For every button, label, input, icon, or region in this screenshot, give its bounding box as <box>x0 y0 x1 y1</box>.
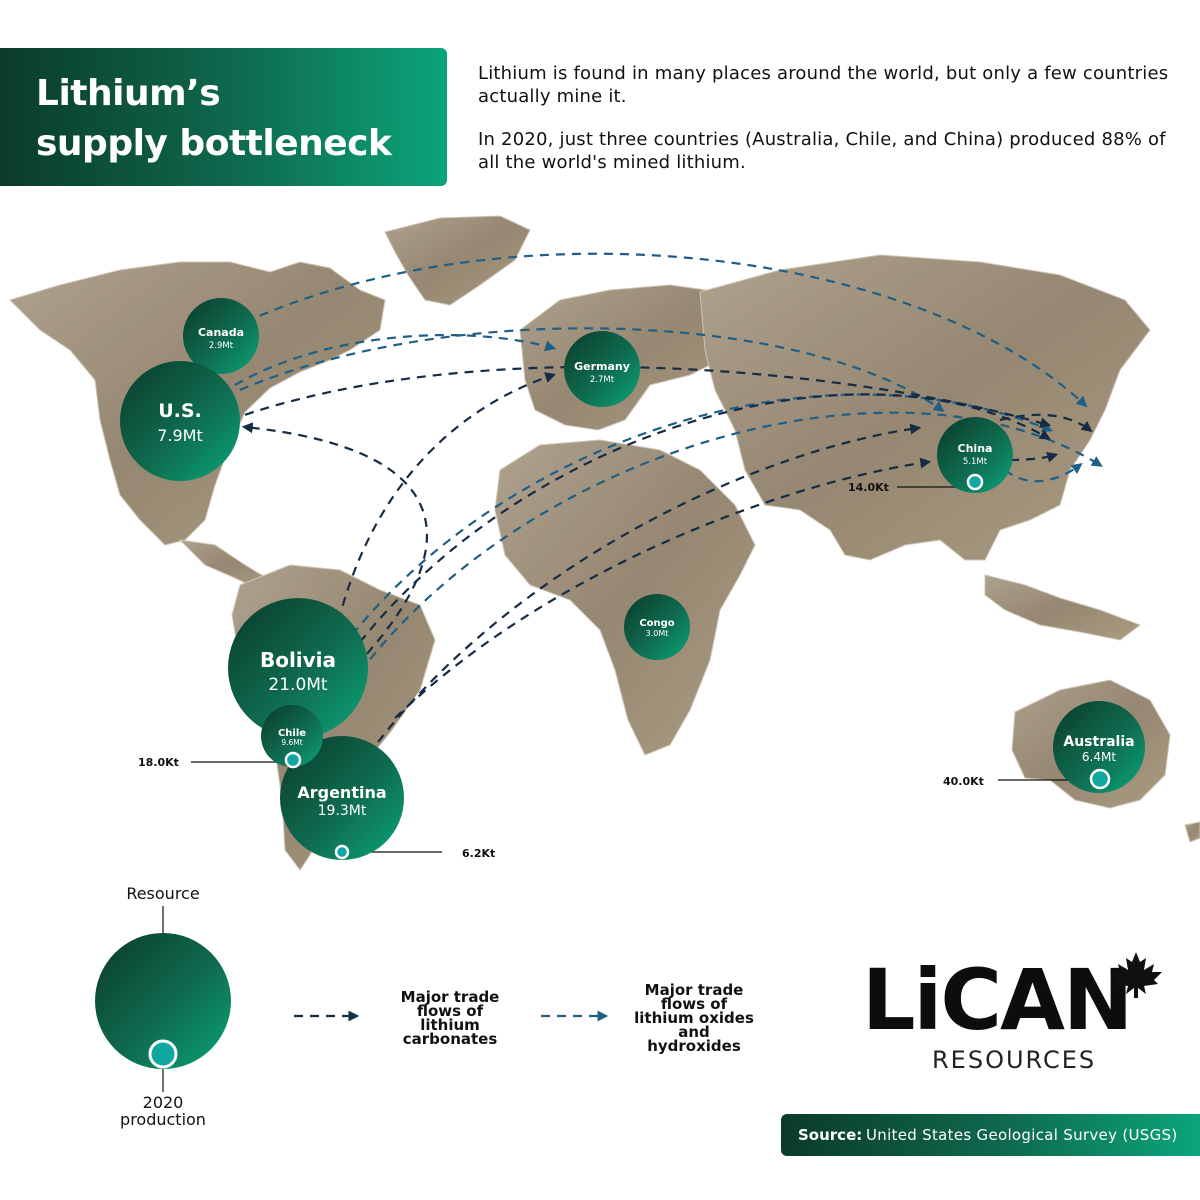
value-china: 5.1Mt <box>963 457 988 467</box>
land-greenland <box>384 215 531 306</box>
title-line-2: supply bottleneck <box>36 123 392 164</box>
production-argentina: 6.2Kt <box>462 847 495 860</box>
value-australia: 6.4Mt <box>1082 750 1116 764</box>
label-canada: Canada <box>198 326 244 339</box>
circle-argentina <box>280 736 404 860</box>
value-canada: 2.9Mt <box>209 341 234 351</box>
land-southeast-asia <box>984 574 1142 641</box>
title-line-1: Lithium’s <box>36 73 221 114</box>
label-us: U.S. <box>158 400 202 422</box>
value-us: 7.9Mt <box>157 426 203 445</box>
legend-production-label: 2020 production <box>120 1093 206 1129</box>
flow-china-japan <box>999 413 1093 432</box>
flow-bolivia-east-asia <box>349 393 1051 656</box>
carbonate-flows <box>229 365 1093 743</box>
source-banner: Source: United States Geological Survey … <box>781 1114 1200 1156</box>
label-china: China <box>958 442 993 455</box>
maple-leaf-icon <box>1110 952 1162 998</box>
value-argentina: 19.3Mt <box>318 803 367 819</box>
land-new-zealand <box>1184 821 1200 843</box>
circle-china <box>937 417 1013 493</box>
intro-paragraph-2: In 2020, just three countries (Australia… <box>478 129 1166 173</box>
value-chile: 9.6Mt <box>281 738 302 747</box>
flow-us-germany <box>234 333 557 386</box>
land-africa <box>494 439 756 756</box>
label-chile: Chile <box>278 728 306 739</box>
dot-australia <box>1089 768 1111 790</box>
production-china: 14.0Kt <box>848 481 889 494</box>
legend-carbonates-label: Major trade flows of lithium carbonates <box>400 988 500 1048</box>
production-labels: 14.0Kt 18.0Kt 6.2Kt 40.0Kt <box>138 481 984 860</box>
flow-chile-us <box>241 422 429 711</box>
legend-graphics <box>95 906 609 1092</box>
circle-congo <box>624 594 690 660</box>
intro-paragraph-1: Lithium is found in many places around t… <box>478 63 1169 107</box>
flow-us-china <box>239 327 945 412</box>
circle-bolivia <box>228 598 368 738</box>
country-labels: Canada 2.9Mt U.S. 7.9Mt Germany 2.7Mt Ch… <box>157 326 1134 819</box>
continents <box>9 215 1200 871</box>
source-value: United States Geological Survey (USGS) <box>866 1126 1178 1144</box>
circle-chile <box>261 705 323 767</box>
label-bolivia: Bolivia <box>260 648 336 672</box>
flow-us-china-b <box>229 365 1052 429</box>
legend-resource-circle <box>95 933 231 1069</box>
flow-argentina-china <box>377 423 922 743</box>
production-dots <box>284 473 1111 860</box>
land-asia <box>699 254 1151 561</box>
resource-circles <box>120 298 1145 860</box>
value-congo: 3.0Mt <box>646 629 669 638</box>
title-banner: Lithium’s supply bottleneck <box>0 48 447 186</box>
brand-subtitle: RESOURCES <box>932 1046 1097 1074</box>
dot-argentina <box>334 844 350 860</box>
label-australia: Australia <box>1063 734 1134 750</box>
label-argentina: Argentina <box>297 783 386 802</box>
flow-canada-china <box>244 252 1088 408</box>
dot-chile <box>284 751 302 769</box>
flow-china-korea <box>1009 451 1059 463</box>
dot-china <box>966 473 984 491</box>
circle-australia <box>1053 701 1145 793</box>
legend-oxides-label: Major trade flows of lithium oxides and … <box>634 981 754 1055</box>
brand-wordmark: LiCAN <box>862 951 1133 1049</box>
legend-production-dot <box>148 1039 178 1069</box>
production-australia: 40.0Kt <box>943 775 984 788</box>
value-bolivia: 21.0Mt <box>268 675 328 695</box>
value-germany: 2.7Mt <box>590 375 615 385</box>
source-label: Source: <box>798 1126 863 1144</box>
legend-resource-label: Resource <box>126 884 200 903</box>
circle-germany <box>564 331 640 407</box>
production-chile: 18.0Kt <box>138 756 179 769</box>
label-congo: Congo <box>639 618 674 629</box>
circle-us <box>120 361 240 481</box>
circle-canada <box>183 298 259 374</box>
label-germany: Germany <box>574 360 630 373</box>
brand-logo: LiCAN RESOURCES <box>862 951 1133 1074</box>
